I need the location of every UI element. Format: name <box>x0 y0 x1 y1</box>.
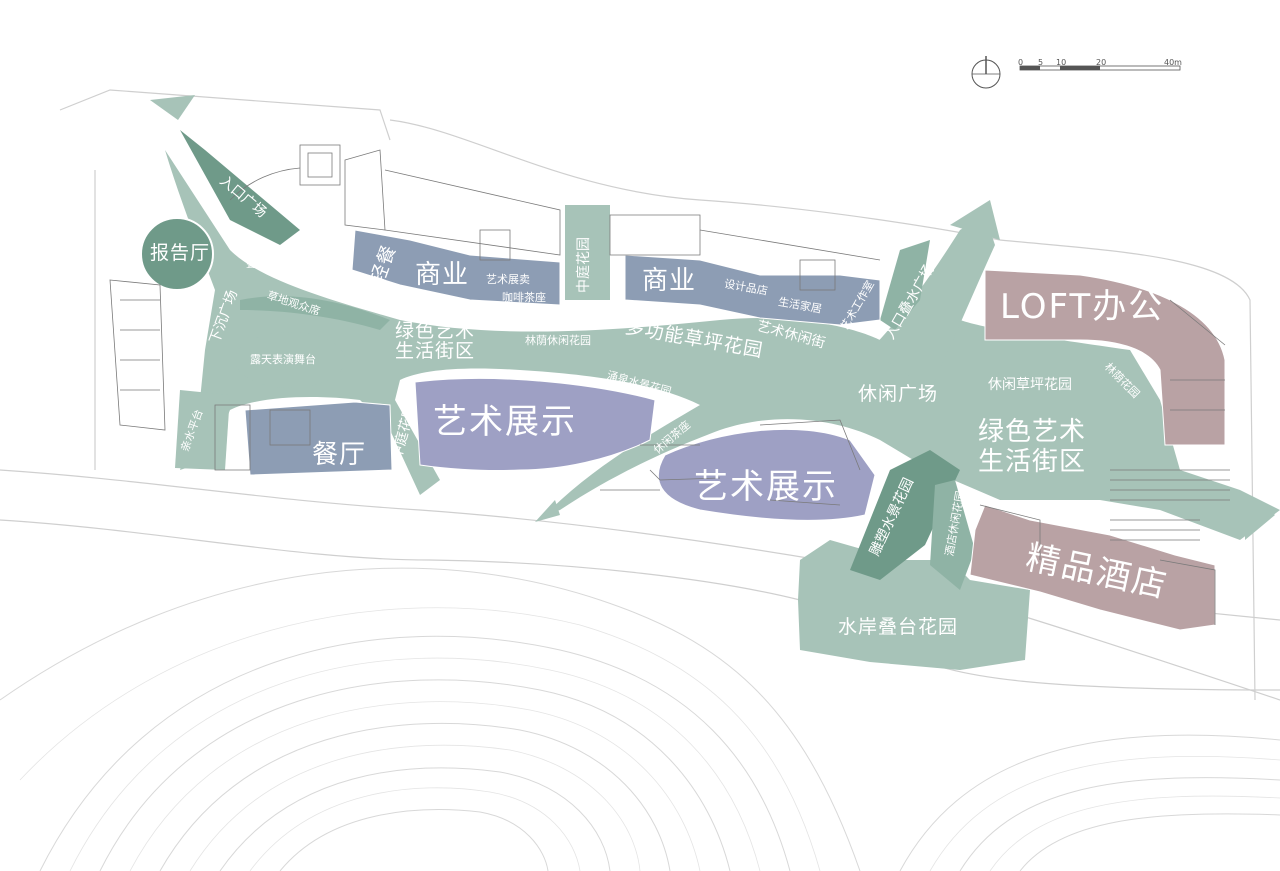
building-outlines <box>109 144 1230 625</box>
label-restaurant: 餐厅 <box>312 440 367 470</box>
label-central-garden: 中庭花园 <box>576 237 592 293</box>
label-auditorium: 报告厅 <box>150 242 211 264</box>
label-leisure-plaza: 休闲广场 <box>858 383 939 405</box>
scale-bar-graphic <box>971 56 1181 89</box>
pink-blocks <box>969 269 1226 631</box>
scale-bar: 0 5 10 20 40m <box>968 52 1198 96</box>
hill-contours-fine <box>19 607 1280 871</box>
label-commerce-1: 商业 <box>415 260 470 290</box>
scale-tick: 10 <box>1056 58 1067 67</box>
scale-tick: 20 <box>1096 58 1107 67</box>
green-dark-areas <box>180 130 975 590</box>
label-art-show-1: 艺术展示 <box>433 402 577 442</box>
scale-tick: 5 <box>1038 58 1044 67</box>
green-paths <box>150 95 1280 670</box>
label-art-books: 艺术展卖 <box>486 273 530 286</box>
label-terrace-garden: 叠台花园 <box>246 257 290 270</box>
label-commerce-2: 商业 <box>642 266 697 296</box>
label-green-art-street-1: 绿色艺术 生活街区 <box>395 320 476 362</box>
label-cafe-tea: 咖啡茶座 <box>502 291 546 304</box>
auditorium-disc <box>140 217 214 291</box>
label-shade-garden: 林荫休闲花园 <box>525 334 591 347</box>
scale-tick: 0 <box>1018 58 1024 67</box>
commercial-blocks <box>244 229 881 476</box>
label-waterfront-garden: 水岸叠台花园 <box>838 616 959 638</box>
label-art-show-2: 艺术展示 <box>694 467 838 507</box>
scale-tick: 40m <box>1164 58 1182 67</box>
label-leisure-lawn: 休闲草坪花园 <box>988 377 1072 393</box>
label-open-stage: 露天表演舞台 <box>250 353 316 366</box>
label-loft-office: LOFT办公 <box>1000 287 1165 327</box>
hill-contours <box>0 567 1280 871</box>
label-green-art-street-2: 绿色艺术 生活街区 <box>978 417 1087 477</box>
art-blocks <box>414 377 876 521</box>
